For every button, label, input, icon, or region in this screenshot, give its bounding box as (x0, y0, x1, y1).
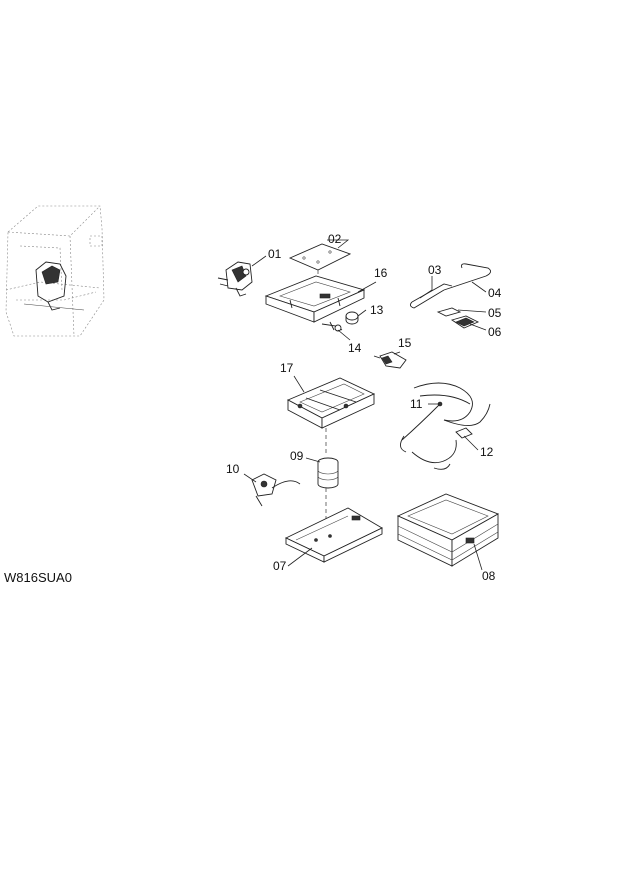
part-03-rod (409, 283, 453, 309)
part-09-damper (317, 457, 339, 489)
part-12-harness-branch (411, 403, 491, 470)
part-11-harness (400, 382, 473, 453)
callout-16: 16 (374, 266, 388, 280)
drawing-code-label: W816SUA0 (4, 570, 72, 585)
callout-03: 03 (428, 263, 442, 277)
part-17-suspension-linkage (286, 377, 376, 429)
part-14-bracket (321, 321, 343, 332)
callout-06: 06 (488, 325, 502, 339)
callout-08: 08 (482, 569, 496, 583)
part-08-bellows-cover (396, 493, 500, 567)
part-04-hook (443, 263, 491, 291)
leader-07 (287, 547, 313, 567)
part-06-pad (450, 315, 480, 329)
callout-13: 13 (370, 303, 384, 317)
leader-09 (305, 457, 321, 463)
leader-06 (469, 323, 487, 331)
callout-11: 11 (410, 397, 423, 411)
callout-07: 07 (273, 559, 287, 573)
leader-12 (463, 435, 479, 451)
leader-16 (357, 281, 377, 293)
part-10-actuator (251, 473, 301, 507)
leader-02 (327, 239, 350, 249)
leader-10 (243, 473, 257, 483)
part-16-seat-frame (264, 275, 366, 323)
callout-10: 10 (226, 462, 240, 476)
leader-15 (393, 351, 401, 355)
callout-14: 14 (348, 341, 362, 355)
leader-14 (337, 329, 351, 341)
callout-17: 17 (280, 361, 294, 375)
callout-05: 05 (488, 306, 502, 320)
part-05-clip (436, 307, 462, 317)
part-07-base-plate (284, 507, 383, 563)
leader-13 (357, 309, 367, 317)
part-15-connector (373, 351, 407, 369)
part-02-top-plate (288, 243, 352, 271)
leader-08 (473, 543, 483, 571)
leader-04 (471, 281, 487, 293)
leader-01 (251, 255, 267, 267)
leader-17 (293, 375, 305, 393)
part-01-switch-assembly (217, 261, 253, 297)
callout-01: 01 (268, 247, 282, 261)
callout-02: 02 (328, 232, 342, 246)
callout-15: 15 (398, 336, 412, 350)
callout-04: 04 (488, 286, 502, 300)
callout-09: 09 (290, 449, 304, 463)
leader-05 (457, 309, 487, 313)
part-13-knob (345, 311, 359, 325)
leader-03 (419, 276, 433, 299)
callout-12: 12 (480, 445, 494, 459)
cab-overview-thumbnail (5, 205, 105, 337)
